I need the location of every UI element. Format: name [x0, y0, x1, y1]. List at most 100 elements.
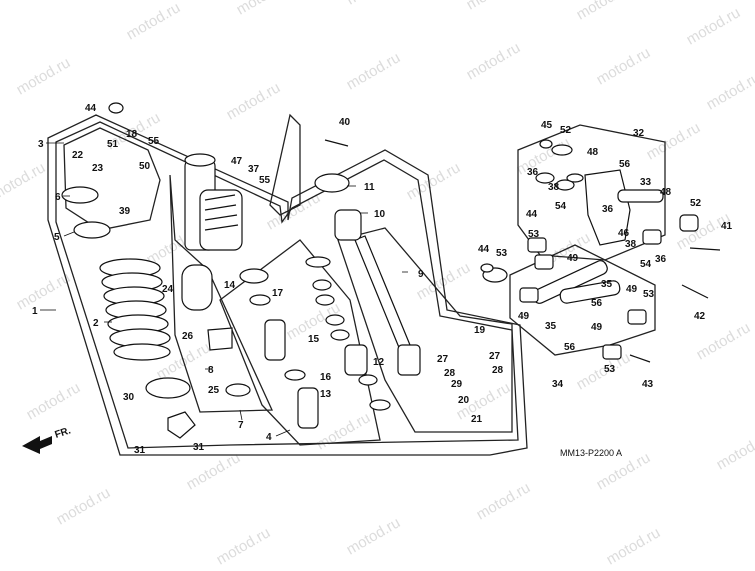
callout-number: 27: [437, 354, 449, 365]
front-arrow: FR.: [22, 425, 72, 454]
callout-number: 4: [266, 432, 272, 443]
callout-number: 16: [320, 372, 332, 383]
callout-number: 44: [85, 103, 97, 114]
callout-number: 31: [193, 442, 205, 453]
callout-number: 51: [107, 139, 119, 150]
callout-number: 31: [134, 445, 146, 456]
callout-number: 20: [458, 395, 470, 406]
callout-number: 41: [721, 221, 733, 232]
callout-number: 50: [139, 161, 151, 172]
oring-14: [240, 269, 268, 283]
rod-9: [355, 236, 410, 350]
callout-number: 9: [418, 269, 424, 280]
watermark-text: motod.ru: [464, 0, 524, 13]
callout-number: 44: [478, 244, 490, 255]
cap-11: [315, 174, 349, 192]
watermark-text: motod.ru: [14, 269, 74, 313]
nut-45: [540, 140, 552, 148]
callout-number: 36: [602, 204, 614, 215]
watermark-text: motod.ru: [14, 54, 74, 98]
callout-number: 38: [548, 182, 560, 193]
callout-number: 52: [690, 198, 702, 209]
callout-number: 35: [601, 279, 613, 290]
stopper-30: [146, 378, 190, 398]
callout-number: 11: [364, 182, 375, 193]
callout-number: 56: [564, 342, 576, 353]
callout-number: 53: [528, 229, 540, 240]
watermark-text: motod.ru: [604, 524, 664, 566]
callout-number: 34: [552, 379, 564, 390]
callout-number: 48: [587, 147, 599, 158]
callout-number: 24: [162, 284, 174, 295]
callout-number: 44: [526, 209, 538, 220]
watermark-text: motod.ru: [214, 524, 274, 566]
watermark-text: motod.ru: [0, 159, 48, 203]
watermark-text: motod.ru: [54, 484, 114, 528]
callout-number: 2: [93, 318, 99, 329]
watermark-text: motod.ru: [594, 44, 654, 88]
callout-number: 6: [55, 192, 61, 203]
callout-number: 40: [339, 117, 351, 128]
rod-end: [398, 345, 420, 375]
callout-number: 19: [474, 325, 486, 336]
callout-number: 18: [126, 129, 138, 140]
callout-number: 13: [320, 389, 332, 400]
callout-number: 54: [555, 201, 567, 212]
callout-number: 28: [492, 365, 504, 376]
callout-number: 7: [238, 420, 244, 431]
spring-part: [100, 259, 170, 360]
nut-44b: [481, 264, 493, 272]
callout-number: 38: [625, 239, 637, 250]
callout-number: 54: [640, 259, 652, 270]
callout-number: 32: [633, 128, 645, 139]
callout-number: 47: [231, 156, 243, 167]
callout-number: 37: [248, 164, 260, 175]
bladder-24: [182, 265, 212, 310]
callout-number: 36: [527, 167, 539, 178]
watermark-text: motod.ru: [344, 0, 404, 8]
callout-number: 30: [123, 392, 135, 403]
callout-number: 42: [694, 311, 706, 322]
arm-assembly: [528, 145, 698, 252]
callout-number: 35: [545, 321, 557, 332]
clip-31: [168, 412, 195, 438]
watermark-text: motod.ru: [574, 0, 634, 23]
callout-number: 53: [643, 289, 655, 300]
callout-number: 43: [642, 379, 654, 390]
shock-body: [185, 154, 242, 250]
callout-number: 21: [471, 414, 483, 425]
oring-25: [226, 384, 250, 396]
watermark-text: motod.ru: [714, 429, 755, 473]
callout-number: 28: [444, 368, 456, 379]
callout-number: 3: [38, 139, 44, 150]
watermark-text: motod.ru: [234, 0, 294, 18]
callout-number: 53: [496, 248, 508, 259]
callout-number: 1: [32, 306, 38, 317]
watermark-text: motod.ru: [644, 119, 704, 163]
callout-number: 14: [224, 280, 236, 291]
watermark-text: motod.ru: [694, 319, 754, 363]
callout-number: 23: [92, 163, 104, 174]
callout-number: 10: [374, 209, 386, 220]
callout-number: 5: [54, 232, 60, 243]
callout-number: 49: [591, 322, 603, 333]
callout-number: 17: [272, 288, 284, 299]
watermark-text: motod.ru: [344, 49, 404, 93]
callout-number: 27: [489, 351, 501, 362]
watermark-text: motod.ru: [314, 409, 374, 453]
watermark-text: motod.ru: [124, 0, 184, 43]
ring-6: [62, 187, 98, 203]
callout-number: 8: [208, 365, 214, 376]
callout-number: 49: [567, 253, 579, 264]
callout-number: 56: [619, 159, 631, 170]
callout-number: 55: [259, 175, 271, 186]
callout-number: 29: [451, 379, 463, 390]
callout-number: 36: [655, 254, 667, 265]
watermark-text: motod.ru: [684, 4, 744, 48]
callout-number: 33: [640, 177, 652, 188]
cap-26: [208, 328, 232, 350]
callout-number: 53: [604, 364, 616, 375]
callout-number: 49: [626, 284, 638, 295]
callout-number: 22: [72, 150, 84, 161]
